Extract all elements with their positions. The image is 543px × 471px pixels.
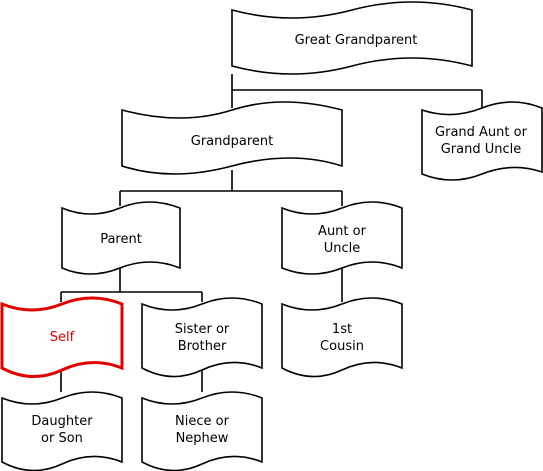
connectors — [60, 74, 483, 392]
node-label: Sister or — [175, 322, 230, 337]
node-shape — [141, 391, 263, 471]
node-label: Great Grandparent — [295, 33, 418, 48]
node-shape — [421, 101, 543, 181]
node-parent: Parent — [61, 201, 181, 275]
node-child: Daughter or Son — [1, 391, 123, 471]
node-shape — [0, 296, 124, 379]
node-label: 1st — [332, 322, 352, 337]
node-label: Grand Uncle — [441, 142, 522, 157]
node-label: Grandparent — [191, 134, 274, 149]
node-self: Self — [0, 296, 124, 379]
node-great-grandparent: Great Grandparent — [231, 1, 473, 75]
node-label: Parent — [100, 232, 142, 247]
node-shape — [61, 201, 181, 275]
node-label: or Son — [41, 431, 83, 446]
node-niece-nephew: Niece or Nephew — [141, 391, 263, 471]
node-label: Uncle — [324, 241, 361, 256]
node-shape — [121, 101, 343, 175]
node-label: Daughter — [31, 414, 93, 429]
node-grand-aunt-uncle: Grand Aunt or Grand Uncle — [421, 101, 543, 181]
node-shape — [1, 391, 123, 471]
node-first-cousin: 1st Cousin — [281, 297, 403, 378]
node-label: Self — [50, 330, 75, 345]
node-label: Nephew — [176, 431, 229, 446]
node-label: Aunt or — [318, 224, 367, 239]
node-label: Cousin — [320, 339, 364, 354]
node-sibling: Sister or Brother — [141, 297, 263, 378]
node-label: Brother — [178, 339, 227, 354]
node-shape — [281, 297, 403, 378]
node-aunt-uncle: Aunt or Uncle — [281, 201, 403, 275]
node-label: Niece or — [175, 414, 230, 429]
node-label: Grand Aunt or — [435, 125, 528, 140]
node-shape — [281, 201, 403, 275]
node-shape — [141, 297, 263, 378]
node-shape — [231, 1, 473, 75]
node-grandparent: Grandparent — [121, 101, 343, 175]
